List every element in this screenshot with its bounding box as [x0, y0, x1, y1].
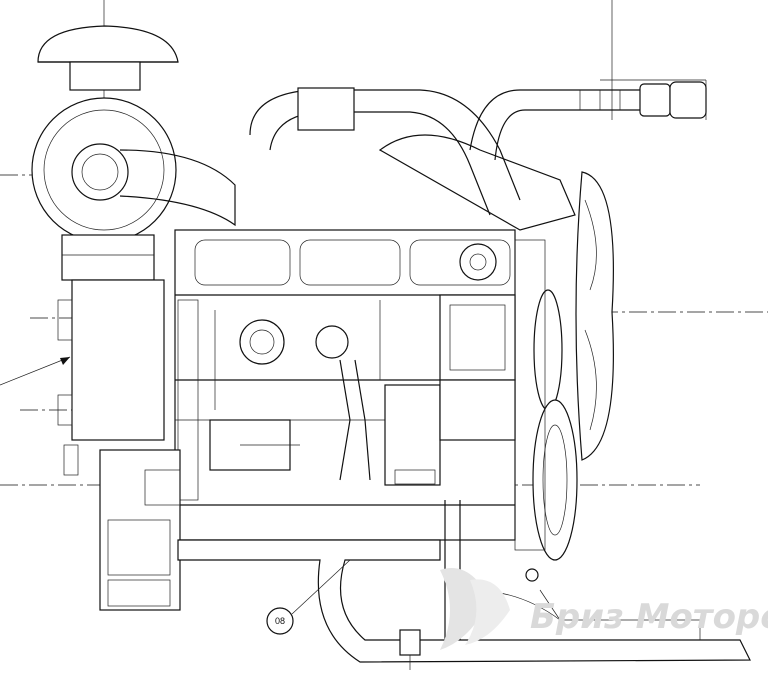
- watermark: Бриз Моторс: [440, 568, 768, 650]
- callout-08: 08: [266, 559, 351, 635]
- air-filter: [31, 25, 179, 281]
- side-housing: [57, 279, 181, 611]
- intake-duct: [119, 81, 707, 231]
- engine-block: [174, 229, 516, 541]
- callout-label: 08: [275, 616, 285, 626]
- cooling-fan: [514, 171, 614, 582]
- watermark-text: Бриз Моторс: [530, 597, 768, 637]
